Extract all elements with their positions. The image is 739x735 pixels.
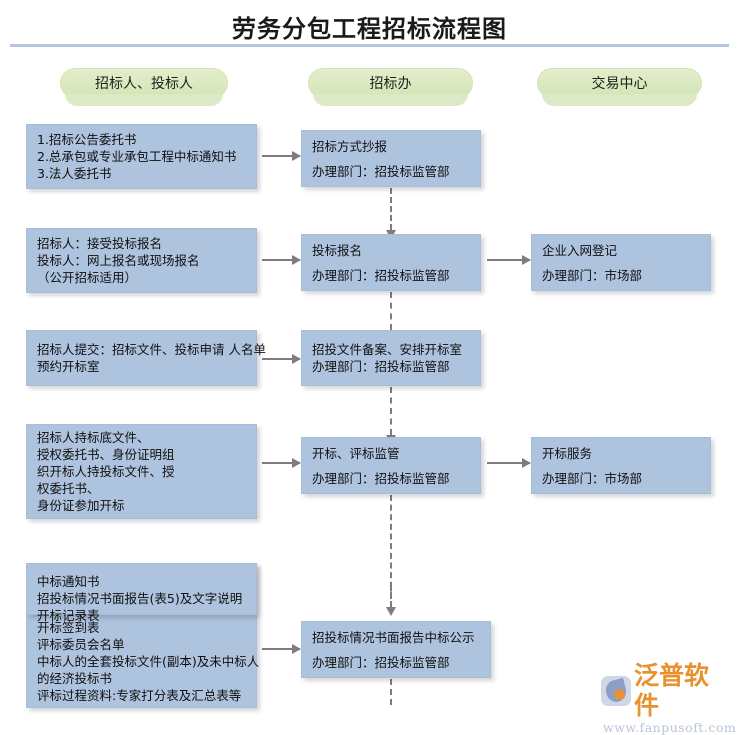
node-line: 开标记录表 (37, 608, 100, 623)
node-line: 身份证参加开标 (37, 498, 125, 513)
node-bid-method-report[interactable]: 招标方式抄报 办理部门：招投标监管部 (301, 130, 481, 187)
node-line: 权委托书、 (37, 481, 100, 496)
node-line: 办理部门：招投标监管部 (312, 654, 450, 670)
node-bid-registration[interactable]: 投标报名 办理部门：招投标监管部 (301, 234, 481, 291)
node-line: 开标签到表 (37, 620, 100, 635)
node-line: 办理部门：招投标监管部 (312, 163, 450, 179)
watermark-brand: 泛普软件 (634, 661, 710, 720)
arrow-r3-left-to-mid (262, 354, 301, 364)
node-line: 2.总承包或专业承包工程中标通知书 (37, 149, 237, 164)
node-award-documents-overlay[interactable]: 中标通知书 招投标情况书面报告(表5)及文字说明 开标记录表 (26, 563, 257, 623)
node-bidder-attend-opening[interactable]: 招标人持标底文件、 授权委托书、身份证明组 织开标人持投标文件、授 权委托书、 … (26, 424, 257, 519)
node-bid-opening-service[interactable]: 开标服务 办理部门：市场部 (531, 437, 711, 494)
watermark-row: 泛普软件 (601, 661, 733, 721)
node-line: 织开标人持投标文件、授 (37, 464, 175, 479)
node-line: 预约开标室 (37, 359, 100, 374)
page-title: 劳务分包工程招标流程图 (232, 15, 507, 43)
watermark-url: www.fanpusoft.com (603, 720, 737, 735)
lane-header-label: 招标办 (369, 76, 412, 92)
node-line: 授权委托书、身份证明组 (37, 447, 175, 462)
arrow-r4-to-r5-stem (390, 495, 392, 607)
node-file-record-open-room[interactable]: 招投文件备案、安排开标室 办理部门：招投标监管部 (301, 330, 481, 386)
arrow-r2-mid-to-right (487, 255, 531, 265)
lane-header-center[interactable]: 交易中心 (537, 68, 702, 106)
title-divider (10, 44, 729, 47)
node-line: 招标方式抄报 (312, 138, 388, 154)
arrow-r4-left-to-mid (262, 458, 301, 468)
lane-header-label: 招标人、投标人 (95, 76, 193, 92)
node-line: 开标服务 (542, 445, 593, 461)
node-line: 评标委员会名单 (37, 637, 125, 652)
node-line: 招标人提交：招标文件、投标申请 人名单 (37, 342, 266, 357)
node-line: 评标过程资料:专家打分表及汇总表等 (37, 688, 242, 703)
node-line: 招投标情况书面报告(表5)及文字说明 (37, 591, 243, 606)
node-bid-announcement-docs[interactable]: 1.招标公告委托书 2.总承包或专业承包工程中标通知书 3.法人委托书 (26, 124, 257, 189)
node-line: 办理部门：招投标监管部 (312, 359, 450, 374)
node-line: 投标报名 (312, 242, 363, 258)
node-line: 中标人的全套投标文件(副本)及未中标人 (37, 654, 260, 669)
node-line: 投标人：网上报名或现场报名 (37, 253, 200, 268)
node-line: 中标通知书 (37, 574, 100, 589)
node-line: 1.招标公告委托书 (37, 132, 137, 147)
node-line: 招标人：接受投标报名 (37, 236, 163, 251)
arrow-r3-to-r4 (386, 387, 396, 444)
node-award-public-notice[interactable]: 招投标情况书面报告中标公示 办理部门：招投标监管部 (301, 621, 491, 678)
arrow-r4-mid-to-right (487, 458, 531, 468)
node-line: 办理部门：招投标监管部 (312, 267, 450, 283)
watermark-logo: 泛普软件 www.fanpusoft.com (601, 661, 736, 735)
node-line: （公开招标适用） (37, 270, 138, 285)
arrow-r5-left-to-mid (262, 644, 301, 654)
node-line: 企业入网登记 (542, 242, 618, 258)
arrow-r1-left-to-mid (262, 151, 301, 161)
node-line: 招投文件备案、安排开标室 (312, 342, 463, 357)
node-line: 招投标情况书面报告中标公示 (312, 629, 475, 645)
node-opening-evaluation-supervision[interactable]: 开标、评标监管 办理部门：招投标监管部 (301, 437, 481, 494)
node-line: 办理部门：市场部 (542, 470, 643, 486)
node-line: 开标、评标监管 (312, 445, 400, 461)
node-submit-bid-documents[interactable]: 招标人提交：招标文件、投标申请 人名单 预约开标室 (26, 330, 266, 386)
lane-header-bidder[interactable]: 招标人、投标人 (60, 68, 228, 106)
node-line: 办理部门：招投标监管部 (312, 470, 450, 486)
node-line: 办理部门：市场部 (542, 267, 643, 283)
arrow-r4-to-r5 (386, 585, 396, 616)
node-enterprise-network-registration[interactable]: 企业入网登记 办理部门：市场部 (531, 234, 711, 291)
node-line: 3.法人委托书 (37, 166, 112, 181)
lane-header-label: 交易中心 (591, 76, 648, 92)
fanpu-logo-icon (601, 676, 631, 706)
lane-header-office[interactable]: 招标办 (308, 68, 473, 106)
arrow-r5-tail (390, 679, 392, 705)
node-line: 招标人持标底文件、 (37, 430, 150, 445)
arrow-r2-to-r3 (386, 292, 396, 339)
node-registration-rules[interactable]: 招标人：接受投标报名 投标人：网上报名或现场报名 （公开招标适用） (26, 228, 257, 293)
arrow-r2-left-to-mid (262, 255, 301, 265)
arrow-r1-to-r2 (386, 188, 396, 239)
node-line: 的经济投标书 (37, 671, 113, 686)
